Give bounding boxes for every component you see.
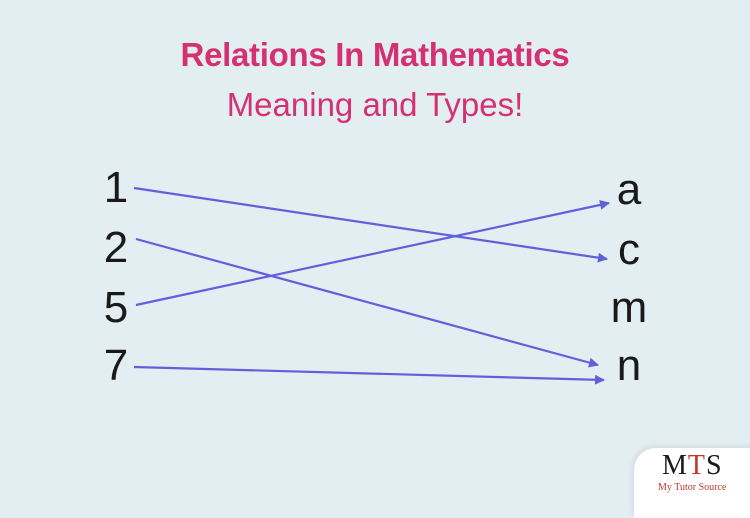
arrow-2-to-n <box>135 237 599 368</box>
codomain-item-m: m <box>610 283 648 332</box>
domain-item-5: 5 <box>103 283 129 332</box>
codomain-item-n: n <box>616 341 642 390</box>
codomain-item-c: c <box>618 225 640 274</box>
logo-text: My Tutor Source <box>658 482 727 493</box>
mapping-arrows <box>133 186 610 385</box>
arrow-1-to-c <box>133 186 608 263</box>
arrow-7-to-n <box>133 365 605 385</box>
arrow-5-to-a <box>135 200 610 307</box>
domain-item-7: 7 <box>103 341 129 390</box>
codomain-item-a: a <box>616 165 642 214</box>
page-subtitle: Meaning and Types! <box>226 86 524 123</box>
logo-mark-icon: MTS <box>662 450 723 481</box>
page-title: Relations In Mathematics <box>180 36 570 73</box>
domain-item-1: 1 <box>103 163 129 212</box>
brand-logo: MTS My Tutor Source <box>634 448 750 518</box>
domain-item-2: 2 <box>103 223 129 272</box>
